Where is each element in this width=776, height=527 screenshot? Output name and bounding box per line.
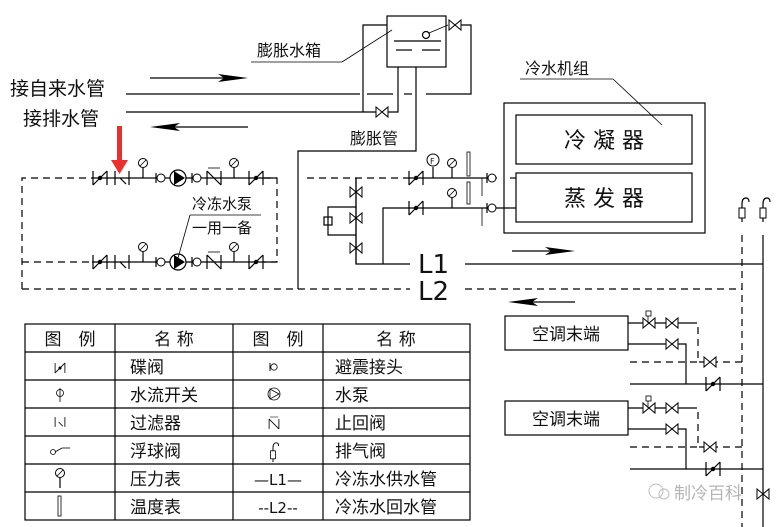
legend-name: 压力表: [130, 470, 181, 490]
evaporator: [515, 172, 693, 223]
legend-table: 图 例 名 称 图 例 名 称 碟阀 水流开关 过滤器 浮球阀 压力表 温度表 …: [24, 323, 471, 521]
expansion-tank-label: 膨胀水箱: [257, 41, 321, 60]
legend-header: 图 例: [45, 330, 96, 350]
legend-name: 避震接头: [335, 358, 403, 378]
legend-name: 浮球阀: [130, 442, 181, 462]
flexible-joint-icon: [269, 362, 278, 372]
terminal-label: 空调末端: [532, 410, 600, 430]
legend-header: 图 例: [253, 330, 304, 350]
legend-name: 温度表: [130, 498, 181, 518]
svg-text:制冷百科: 制冷百科: [674, 484, 742, 504]
strainer-icon: [54, 416, 66, 428]
float-ball-icon: [421, 30, 431, 40]
legend-name: 冷冻水供水管: [335, 470, 437, 490]
expansion-pipe-label: 膨胀管: [350, 129, 398, 148]
flow-arrow-left-icon: [150, 123, 248, 131]
legend-name: 碟阀: [130, 358, 164, 378]
terminal-group-2: 空调末端: [504, 395, 763, 477]
check-valve-icon: [268, 416, 280, 430]
legend-name: 止回阀: [335, 414, 386, 434]
legend-header: 名 称: [154, 330, 193, 350]
legend-header: 名 称: [376, 330, 415, 350]
return-line-label: L2: [418, 277, 449, 307]
butterfly-valve-icon: [54, 362, 66, 374]
return-line-symbol: --L2--: [258, 499, 298, 517]
terminal-group-1: 空调末端: [504, 310, 763, 392]
pressure-gauge-icon: [54, 467, 66, 489]
supply-line-label: L1: [418, 250, 449, 280]
pump-line-bottom: [92, 241, 264, 271]
condenser: [515, 114, 693, 165]
legend-name: 水流开关: [130, 386, 198, 406]
legend-name: 排气阀: [335, 442, 386, 462]
pump-label: 冷冻水泵: [192, 195, 252, 213]
air-vent-valve-icon: [270, 442, 280, 463]
flow-arrow-right-icon: [512, 247, 575, 255]
drain-label: 接排水管: [23, 108, 99, 130]
flow-arrow-left-icon: [508, 298, 575, 306]
pump-note: 一用一备: [192, 219, 252, 237]
highlight-arrow-icon: [111, 126, 128, 174]
terminal-label: 空调末端: [532, 325, 600, 345]
float-valve-icon: [50, 447, 70, 455]
svg-text:F: F: [430, 157, 435, 166]
legend-name: 过滤器: [130, 414, 181, 434]
condenser-label: 冷 凝 器: [564, 129, 644, 154]
chiller-unit: [503, 102, 706, 234]
supply-line-symbol: —L1—: [254, 471, 302, 489]
chiller-unit-label: 冷水机组: [525, 59, 589, 78]
city-water-label: 接自来水管: [10, 78, 105, 100]
legend-name: 冷冻水回水管: [335, 498, 437, 518]
thermometer-icon: [57, 495, 62, 517]
watermark: 制冷百科: [648, 483, 742, 504]
legend-name: 水泵: [335, 386, 369, 406]
evaporator-label: 蒸 发 器: [564, 187, 644, 212]
flow-switch-icon: [56, 388, 64, 402]
flow-arrow-right-icon: [150, 74, 248, 82]
water-pump-icon: [267, 387, 281, 401]
